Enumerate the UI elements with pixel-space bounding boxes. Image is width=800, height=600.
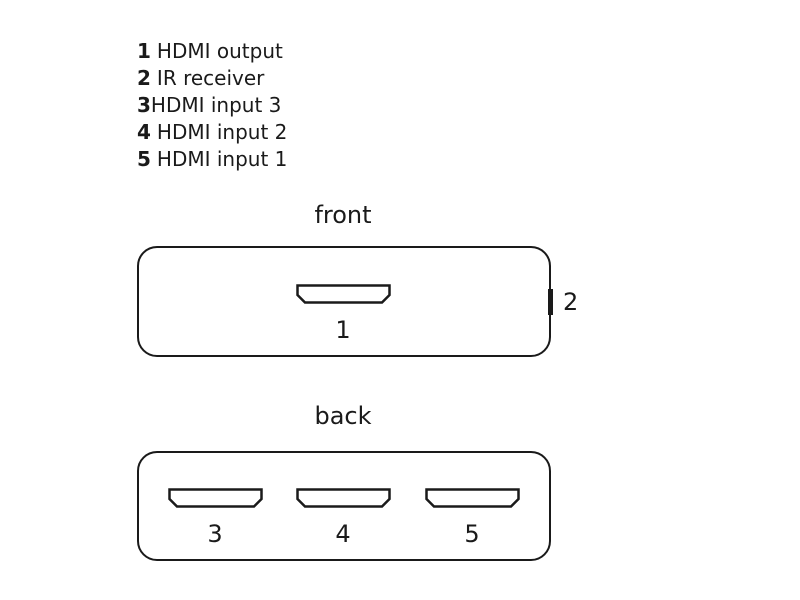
hdmi-output-port-icon xyxy=(296,284,391,304)
hdmi-input-3-port-label: 3 xyxy=(207,520,223,548)
legend-number: 1 xyxy=(137,39,151,63)
legend-label: HDMI input 3 xyxy=(150,93,282,117)
legend-item-hdmi-input-3: 3HDMI input 3 xyxy=(137,92,287,119)
legend-label: HDMI input 1 xyxy=(156,147,288,171)
back-panel xyxy=(137,451,551,561)
legend-label: HDMI input 2 xyxy=(156,120,288,144)
hdmi-input-2-port-icon xyxy=(296,488,391,508)
back-title: back xyxy=(314,402,372,430)
hdmi-input-3-port-icon xyxy=(168,488,263,508)
hdmi-input-2-port-label: 4 xyxy=(335,520,351,548)
hdmi-output-port-label: 1 xyxy=(335,316,351,344)
legend-number: 3 xyxy=(137,93,151,117)
ir-receiver-label: 2 xyxy=(563,288,579,316)
legend-number: 2 xyxy=(137,66,151,90)
legend-number: 4 xyxy=(137,120,151,144)
hdmi-input-1-port-label: 5 xyxy=(464,520,480,548)
legend-label: IR receiver xyxy=(156,66,265,90)
legend-number: 5 xyxy=(137,147,151,171)
front-title: front xyxy=(314,201,372,229)
ir-receiver-icon xyxy=(548,289,553,315)
hdmi-input-1-port-icon xyxy=(425,488,520,508)
legend-label: HDMI output xyxy=(156,39,283,63)
